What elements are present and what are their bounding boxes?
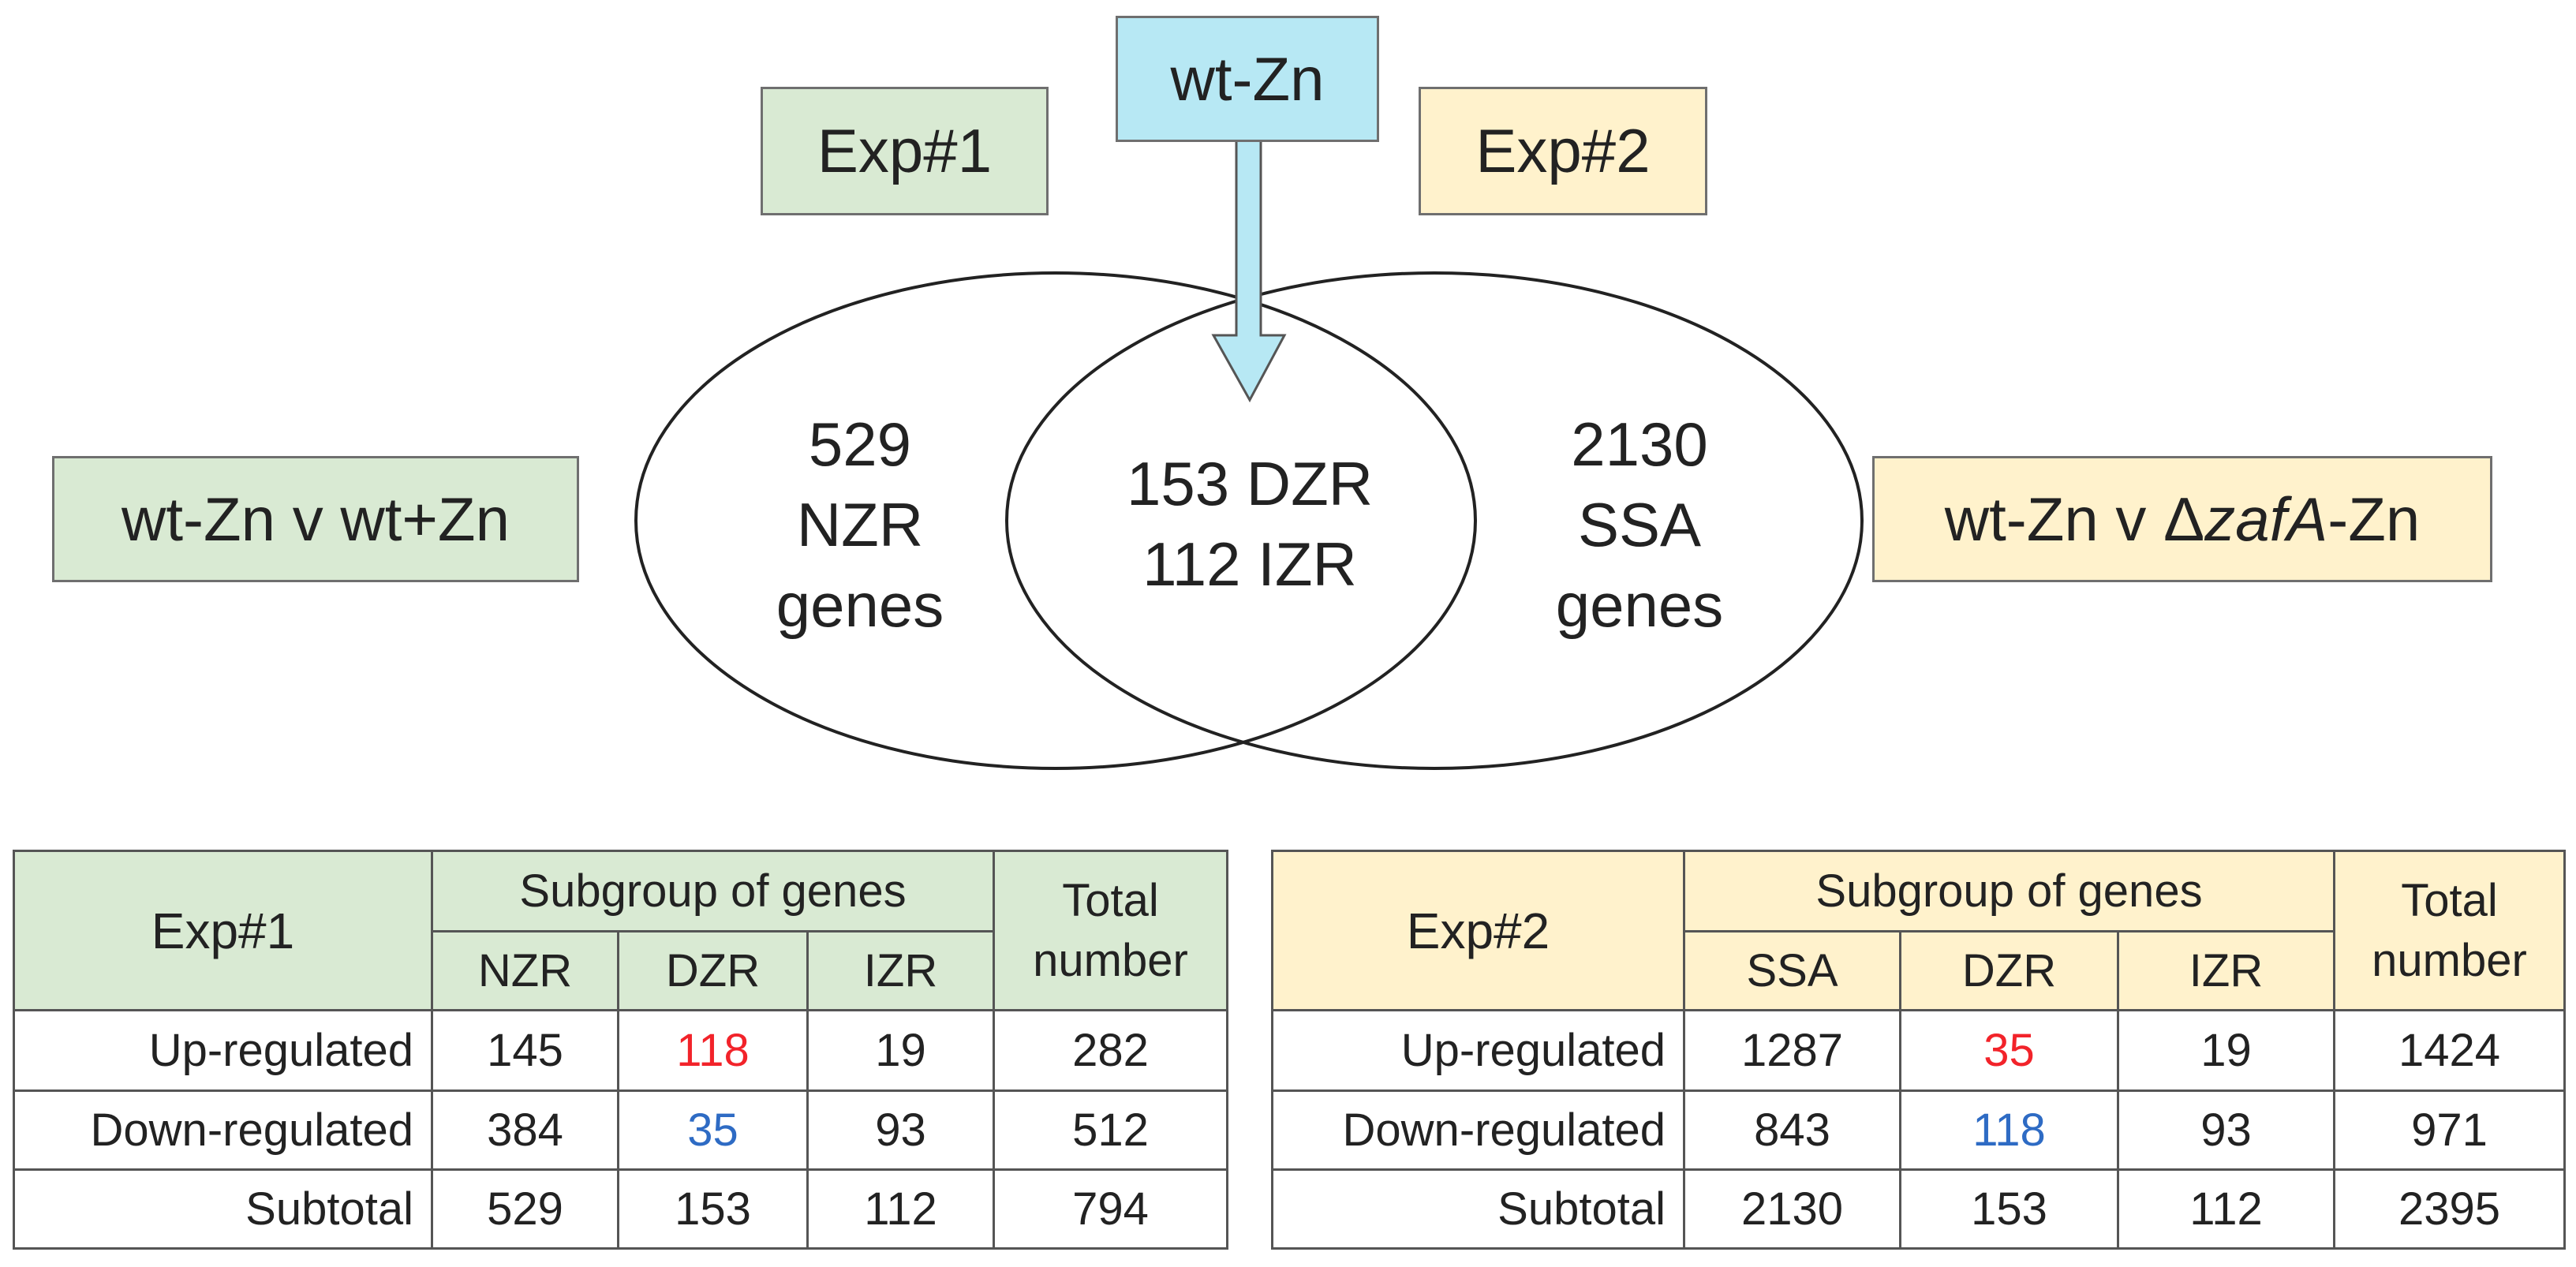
exp2-cell-highlight-down: 118 bbox=[1899, 1089, 2119, 1171]
exp1-cell: 112 bbox=[806, 1168, 995, 1250]
right-comparison-box: wt-Zn v ΔzafA-Zn bbox=[1872, 456, 2492, 582]
exp2-total-header-line-1: Total bbox=[2401, 874, 2498, 926]
venn-right-line-3: genes bbox=[1556, 570, 1724, 640]
exp1-total-header: Total number bbox=[993, 850, 1228, 1011]
exp2-cell: 843 bbox=[1683, 1089, 1901, 1171]
exp2-cell-total: 2395 bbox=[2333, 1168, 2566, 1250]
exp1-cell: 19 bbox=[806, 1009, 995, 1092]
exp1-row-down-label: Down-regulated bbox=[13, 1089, 433, 1171]
exp1-cell: 529 bbox=[431, 1168, 619, 1250]
exp2-total-header-line-2: number bbox=[2372, 934, 2527, 986]
exp2-row-up-label: Up-regulated bbox=[1271, 1009, 1685, 1092]
venn-center-line-2: 112 IZR bbox=[1142, 529, 1357, 599]
venn-right-circle bbox=[1005, 271, 1864, 770]
exp1-cell: 384 bbox=[431, 1089, 619, 1171]
exp2-total-header: Total number bbox=[2333, 850, 2566, 1011]
left-comparison-label: wt-Zn v wt+Zn bbox=[122, 484, 510, 554]
exp1-col-dzr: DZR bbox=[617, 930, 809, 1011]
exp1-box: Exp#1 bbox=[761, 87, 1049, 215]
exp2-cell: 112 bbox=[2117, 1168, 2335, 1250]
venn-diagram: 529 NZR genes 153 DZR 112 IZR 2130 SSA g… bbox=[634, 139, 1864, 770]
exp2-row-subtotal-label: Subtotal bbox=[1271, 1168, 1685, 1250]
exp2-cell-total: 971 bbox=[2333, 1089, 2566, 1171]
exp1-table-title: Exp#1 bbox=[13, 850, 433, 1011]
exp1-cell: 93 bbox=[806, 1089, 995, 1171]
exp1-cell-highlight-down: 35 bbox=[617, 1089, 809, 1171]
right-comparison-suffix: -Zn bbox=[2327, 484, 2421, 554]
exp2-cell: 1287 bbox=[1683, 1009, 1901, 1092]
right-comparison-gene: zafA bbox=[2204, 484, 2328, 554]
exp1-cell-total: 512 bbox=[993, 1089, 1228, 1171]
right-comparison-prefix: wt-Zn v Δ bbox=[1944, 484, 2205, 554]
exp1-total-header-line-2: number bbox=[1033, 934, 1188, 986]
exp1-row-up-label: Up-regulated bbox=[13, 1009, 433, 1092]
exp2-row-up: Up-regulated 1287 35 19 1424 bbox=[1271, 1009, 2566, 1092]
exp1-label: Exp#1 bbox=[817, 116, 993, 185]
venn-left-line-1: 529 bbox=[809, 409, 911, 479]
venn-left-line-3: genes bbox=[776, 570, 944, 640]
exp2-row-subtotal: Subtotal 2130 153 112 2395 bbox=[1271, 1168, 2566, 1250]
exp1-row-down: Down-regulated 384 35 93 512 bbox=[13, 1089, 1228, 1171]
exp2-col-ssa: SSA bbox=[1683, 930, 1901, 1011]
venn-right-line-1: 2130 bbox=[1571, 409, 1708, 479]
wt-zn-label: wt-Zn bbox=[1170, 44, 1325, 114]
venn-left-circle bbox=[634, 271, 1477, 770]
venn-center-line-1: 153 DZR bbox=[1127, 449, 1373, 518]
exp1-subgroup-header: Subgroup of genes bbox=[431, 850, 995, 932]
exp2-cell-highlight-up: 35 bbox=[1899, 1009, 2119, 1092]
exp2-box: Exp#2 bbox=[1419, 87, 1707, 215]
exp2-cell: 2130 bbox=[1683, 1168, 1901, 1250]
exp2-row-down: Down-regulated 843 118 93 971 bbox=[1271, 1089, 2566, 1171]
exp1-total-header-line-1: Total bbox=[1062, 874, 1159, 926]
exp2-subgroup-header: Subgroup of genes bbox=[1683, 850, 2335, 932]
exp2-cell: 153 bbox=[1899, 1168, 2119, 1250]
exp1-row-subtotal: Subtotal 529 153 112 794 bbox=[13, 1168, 1228, 1250]
venn-right-line-2: SSA bbox=[1578, 490, 1701, 559]
exp1-cell-total: 282 bbox=[993, 1009, 1228, 1092]
left-comparison-box: wt-Zn v wt+Zn bbox=[52, 456, 579, 582]
wt-zn-box: wt-Zn bbox=[1116, 16, 1379, 142]
down-arrow bbox=[1211, 139, 1287, 403]
exp1-cell: 145 bbox=[431, 1009, 619, 1092]
right-comparison-label: wt-Zn v ΔzafA-Zn bbox=[1945, 484, 2421, 555]
exp1-row-up: Up-regulated 145 118 19 282 bbox=[13, 1009, 1228, 1092]
venn-left-line-2: NZR bbox=[797, 490, 923, 559]
exp2-table-title: Exp#2 bbox=[1271, 850, 1685, 1011]
exp1-cell-total: 794 bbox=[993, 1168, 1228, 1250]
exp1-col-nzr: NZR bbox=[431, 930, 619, 1011]
exp1-cell: 153 bbox=[617, 1168, 809, 1250]
exp2-cell: 93 bbox=[2117, 1089, 2335, 1171]
exp2-col-izr: IZR bbox=[2117, 930, 2335, 1011]
exp2-label: Exp#2 bbox=[1475, 116, 1651, 185]
exp2-col-dzr: DZR bbox=[1899, 930, 2119, 1011]
exp2-row-down-label: Down-regulated bbox=[1271, 1089, 1685, 1171]
exp1-cell-highlight-up: 118 bbox=[617, 1009, 809, 1092]
exp2-cell-total: 1424 bbox=[2333, 1009, 2566, 1092]
exp1-row-subtotal-label: Subtotal bbox=[13, 1168, 433, 1250]
exp1-col-izr: IZR bbox=[806, 930, 995, 1011]
exp2-cell: 19 bbox=[2117, 1009, 2335, 1092]
